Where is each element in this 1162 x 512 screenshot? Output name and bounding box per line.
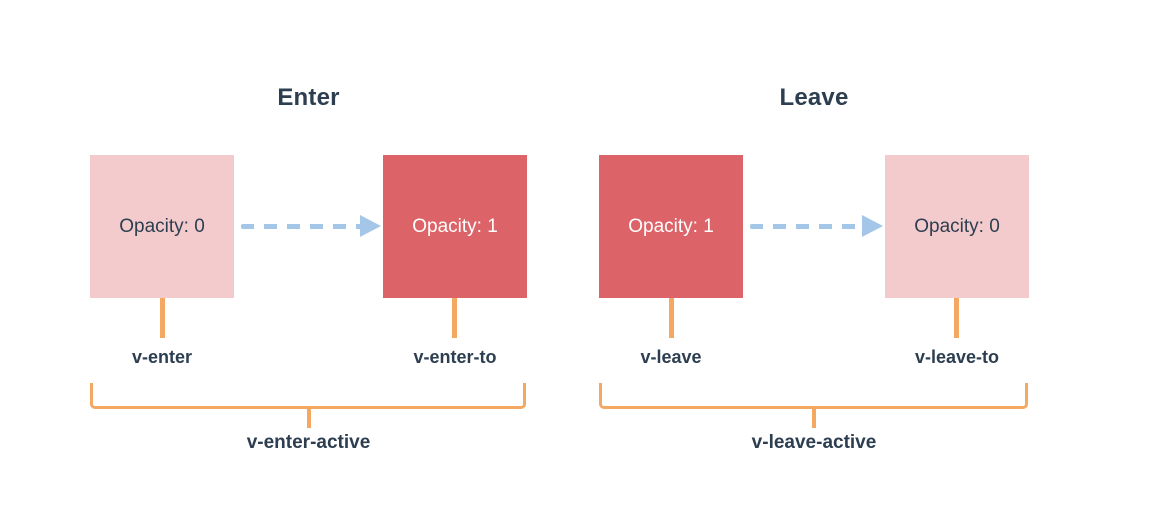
panel-title-leave: Leave (779, 84, 849, 111)
arrow-dash-line (241, 223, 362, 229)
v-enter-to-box: Opacity: 1 (383, 155, 527, 298)
v-leave-box-label: Opacity: 1 (628, 215, 714, 237)
v-leave-to-box: Opacity: 0 (885, 155, 1029, 298)
leave-panel: Leave Opacity: 1 Opacity: 0 v-leave v-le… (599, 0, 1029, 512)
connector-line (669, 298, 674, 338)
v-enter-box-label: Opacity: 0 (119, 215, 205, 237)
v-leave-box: Opacity: 1 (599, 155, 743, 298)
enter-transition-arrow (241, 215, 381, 237)
active-range-bracket (90, 383, 526, 409)
connector-line (160, 298, 165, 338)
enter-panel: Enter Opacity: 0 Opacity: 1 v-enter v-en… (90, 0, 527, 512)
connector-line (452, 298, 457, 338)
v-enter-box: Opacity: 0 (90, 155, 234, 298)
class-label-v-leave-active: v-leave-active (751, 432, 877, 453)
class-label-v-leave: v-leave (640, 347, 702, 367)
leave-transition-arrow (750, 215, 883, 237)
arrowhead-right-icon (862, 215, 883, 237)
v-enter-to-box-label: Opacity: 1 (412, 215, 498, 237)
class-label-v-leave-to: v-leave-to (914, 347, 1000, 367)
class-label-v-enter: v-enter (131, 347, 193, 367)
bracket-stem (812, 409, 816, 428)
arrowhead-right-icon (360, 215, 381, 237)
class-label-v-enter-to: v-enter-to (413, 347, 497, 367)
connector-line (954, 298, 959, 338)
bracket-stem (306, 409, 311, 428)
arrow-dash-line (750, 223, 864, 229)
class-label-v-enter-active: v-enter-active (246, 432, 371, 453)
panel-title-enter: Enter (277, 84, 340, 111)
v-leave-to-box-label: Opacity: 0 (914, 215, 1000, 237)
active-range-bracket (599, 383, 1028, 409)
